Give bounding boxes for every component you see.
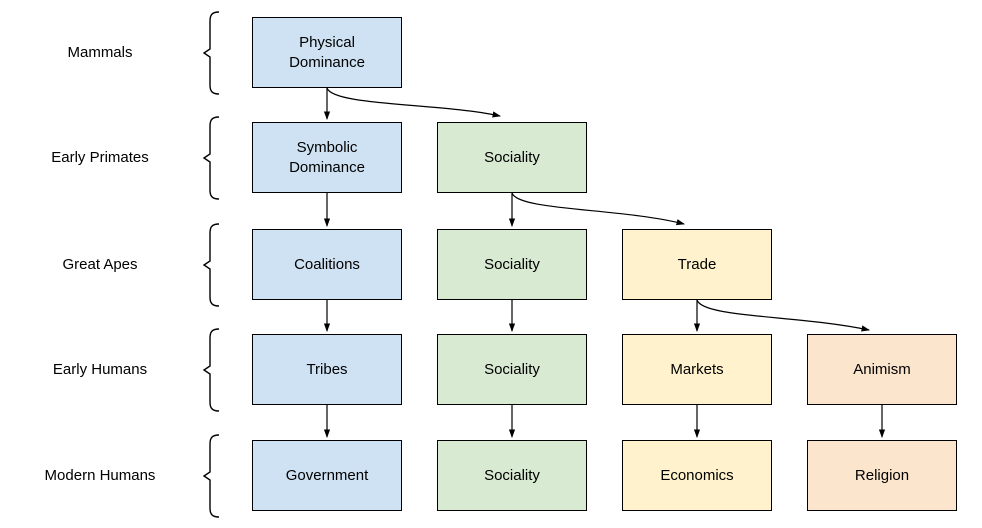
arrow-sociality-to-trade [511,192,685,226]
node-animism: Animism [807,334,957,405]
row-label-mammals: Mammals [67,44,133,61]
brace-early-humans [202,328,220,412]
node-government: Government [252,440,402,511]
node-symbolic-dominance: Symbolic Dominance [252,122,402,193]
brace-early-primates [202,116,220,200]
arrow-physical-to-sociality [326,87,501,118]
node-coalitions: Coalitions [252,229,402,300]
node-tribes: Tribes [252,334,402,405]
row-label-great-apes: Great Apes [62,256,138,273]
node-sociality-early-primates: Sociality [437,122,587,193]
brace-mammals [202,11,220,95]
node-sociality-early-humans: Sociality [437,334,587,405]
brace-great-apes [202,223,220,307]
node-trade: Trade [622,229,772,300]
node-economics: Economics [622,440,772,511]
brace-modern-humans [202,434,220,518]
node-sociality-great-apes: Sociality [437,229,587,300]
row-label-modern-humans: Modern Humans [44,467,156,484]
node-religion: Religion [807,440,957,511]
node-markets: Markets [622,334,772,405]
row-label-early-humans: Early Humans [52,361,148,378]
node-sociality-modern-humans: Sociality [437,440,587,511]
node-physical-dominance: Physical Dominance [252,17,402,88]
row-label-early-primates: Early Primates [51,149,149,166]
arrow-trade-to-animism [696,299,870,332]
